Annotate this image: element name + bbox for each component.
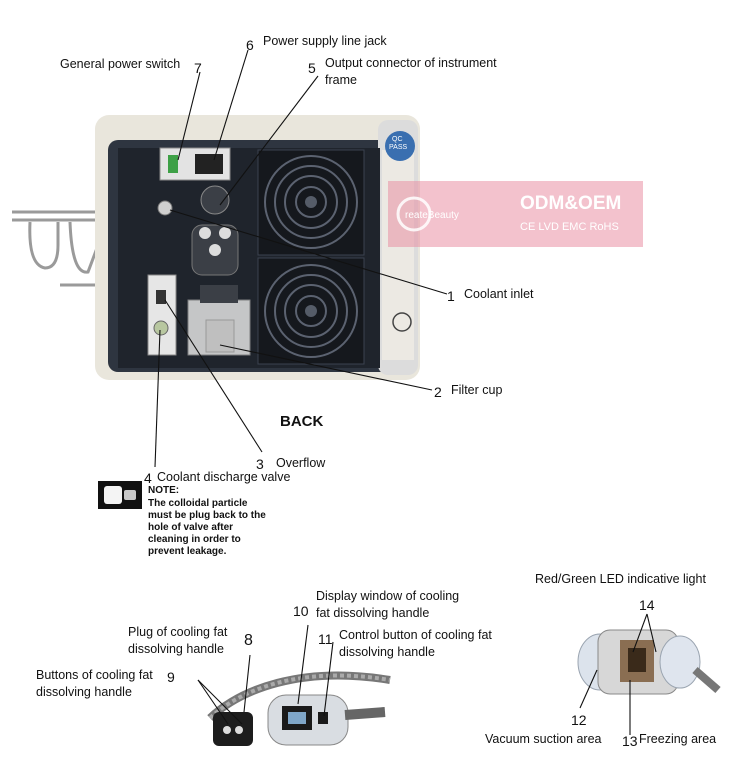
- ce-mark: [392, 312, 412, 332]
- callout-3-label: Overflow: [276, 456, 326, 470]
- callout-9-number: 9: [167, 669, 175, 685]
- cooling-fan-bottom: [257, 257, 365, 365]
- callout-1-label: Coolant inlet: [464, 287, 534, 301]
- callout-12-number: 12: [571, 712, 587, 728]
- callout-1-number: 1: [447, 288, 455, 304]
- cooling-handle-photo: [207, 671, 391, 746]
- vacuum-cup-photo: [577, 629, 721, 695]
- callout-2-number: 2: [434, 384, 442, 400]
- note-text: The colloidal particle must be plug back…: [148, 498, 266, 557]
- callout-4-number: 4: [144, 470, 152, 486]
- qc-badge-line1: QC: [392, 136, 403, 143]
- cooling-fan-top: [257, 149, 365, 256]
- watermark-brand: ODM&OEM: [520, 193, 622, 214]
- callout-10-number: 10: [293, 603, 309, 619]
- callout-5-number: 5: [308, 60, 316, 76]
- leader-lines: [154, 49, 448, 468]
- callout-12-label: Vacuum suction area: [485, 732, 602, 746]
- callout-4-label: Coolant discharge valve: [157, 470, 291, 484]
- watermark-logo-text: reateBeauty: [405, 210, 459, 221]
- watermark-certs: CE LVD EMC RoHS: [520, 221, 619, 233]
- callout-11-label: Control button of cooling fat dissolving…: [339, 628, 492, 659]
- callout-7-number: 7: [194, 60, 202, 76]
- leader-lines-lower: [197, 613, 657, 735]
- callout-13-number: 13: [622, 733, 638, 749]
- callout-9-label: Buttons of cooling fat dissolving handle: [36, 668, 153, 699]
- callout-13-label: Freezing area: [639, 732, 717, 746]
- note-title: NOTE:: [148, 485, 180, 496]
- callout-2-label: Filter cup: [451, 383, 503, 397]
- callout-6-number: 6: [246, 37, 254, 53]
- callout-10-label: Display window of cooling fat dissolving…: [316, 589, 460, 620]
- qc-pass-badge: [385, 131, 415, 161]
- watermark-box: [388, 181, 643, 247]
- qc-badge-line2: PASS: [389, 144, 408, 151]
- callout-14-number: 14: [639, 597, 655, 613]
- view-label-back: BACK: [280, 413, 324, 430]
- callout-8-number: 8: [244, 632, 253, 649]
- side-rod-holder: [12, 210, 110, 287]
- callout-3-number: 3: [256, 456, 264, 472]
- callout-8-label: Plug of cooling fat dissolving handle: [128, 625, 228, 656]
- rear-panel-components: [147, 147, 251, 356]
- callout-7-label: General power switch: [60, 57, 181, 71]
- callout-5-label: Output connector of instrument frame: [325, 56, 497, 87]
- colloidal-particle-photo: [98, 481, 142, 509]
- callout-11-number: 11: [318, 631, 333, 647]
- callout-6-label: Power supply line jack: [263, 34, 387, 48]
- callout-14-label: Red/Green LED indicative light: [535, 572, 706, 586]
